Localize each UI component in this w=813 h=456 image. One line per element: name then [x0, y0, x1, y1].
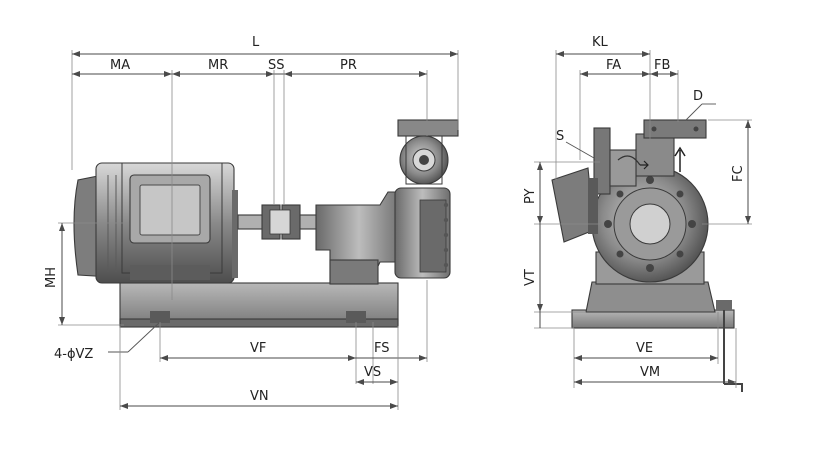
- label-kl: KL: [592, 35, 609, 50]
- label-vm: VM: [640, 365, 660, 380]
- label-ma: MA: [110, 58, 130, 73]
- foot-left: [150, 311, 170, 323]
- label-vf: VF: [250, 341, 266, 356]
- label-fs: FS: [374, 341, 390, 356]
- label-vs: VS: [364, 365, 381, 380]
- front-base: [571, 309, 735, 329]
- discharge-flange: [397, 119, 459, 185]
- label-fc: FC: [731, 165, 746, 182]
- label-l: L: [252, 35, 260, 50]
- side-view: [73, 119, 459, 328]
- front-view: [551, 119, 743, 392]
- coupling-guard: [551, 167, 595, 243]
- front-dimensions: KL FA FB D S FC PY: [523, 35, 752, 388]
- label-s: S: [556, 129, 564, 144]
- coupling: [261, 204, 301, 240]
- label-pr: PR: [340, 58, 357, 73]
- label-ss: SS: [268, 58, 285, 73]
- label-ve: VE: [636, 341, 653, 356]
- label-vt: VT: [523, 269, 538, 286]
- label-py: PY: [523, 188, 538, 204]
- label-vn: VN: [250, 389, 269, 404]
- side-dimensions: L MA MR SS PR MH 4-ϕVZ: [44, 35, 459, 410]
- front-discharge-flange: [643, 119, 707, 139]
- label-mr: MR: [208, 58, 228, 73]
- label-fb: FB: [654, 58, 670, 73]
- foot-right: [346, 311, 366, 323]
- label-vz: 4-ϕVZ: [54, 347, 93, 362]
- label-d: D: [693, 89, 703, 104]
- label-mh: MH: [44, 267, 59, 288]
- label-fa: FA: [606, 58, 621, 73]
